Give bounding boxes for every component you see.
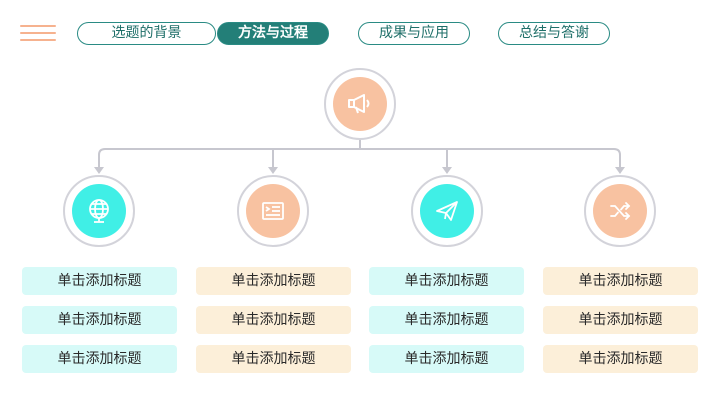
- child-node-3[interactable]: [411, 175, 483, 247]
- title-placeholder-3-1[interactable]: 单击添加标题: [369, 267, 524, 295]
- paper-plane-icon: [436, 201, 458, 221]
- title-placeholder-3-2[interactable]: 单击添加标题: [369, 306, 524, 334]
- tab-method-process[interactable]: 方法与过程: [217, 22, 329, 45]
- title-placeholder-1-1[interactable]: 单击添加标题: [22, 267, 177, 295]
- tab-summary-thanks[interactable]: 总结与答谢: [498, 22, 610, 45]
- child-node-1[interactable]: [63, 175, 135, 247]
- root-node[interactable]: [324, 68, 396, 140]
- title-placeholder-2-2[interactable]: 单击添加标题: [196, 306, 351, 334]
- tab-background[interactable]: 选题的背景: [77, 22, 216, 45]
- title-placeholder-4-2[interactable]: 单击添加标题: [543, 306, 698, 334]
- title-placeholder-3-3[interactable]: 单击添加标题: [369, 345, 524, 373]
- menu-icon[interactable]: [20, 25, 56, 43]
- title-placeholder-4-1[interactable]: 单击添加标题: [543, 267, 698, 295]
- megaphone-icon: [348, 94, 370, 114]
- child-node-4[interactable]: [584, 175, 656, 247]
- title-placeholder-2-1[interactable]: 单击添加标题: [196, 267, 351, 295]
- title-placeholder-2-3[interactable]: 单击添加标题: [196, 345, 351, 373]
- child-node-2[interactable]: [237, 175, 309, 247]
- globe-icon: [89, 199, 109, 223]
- title-placeholder-1-2[interactable]: 单击添加标题: [22, 306, 177, 334]
- title-placeholder-1-3[interactable]: 单击添加标题: [22, 345, 177, 373]
- tab-results-application[interactable]: 成果与应用: [358, 22, 470, 45]
- title-placeholder-4-3[interactable]: 单击添加标题: [543, 345, 698, 373]
- document-icon: [262, 202, 284, 220]
- shuffle-icon: [610, 202, 631, 220]
